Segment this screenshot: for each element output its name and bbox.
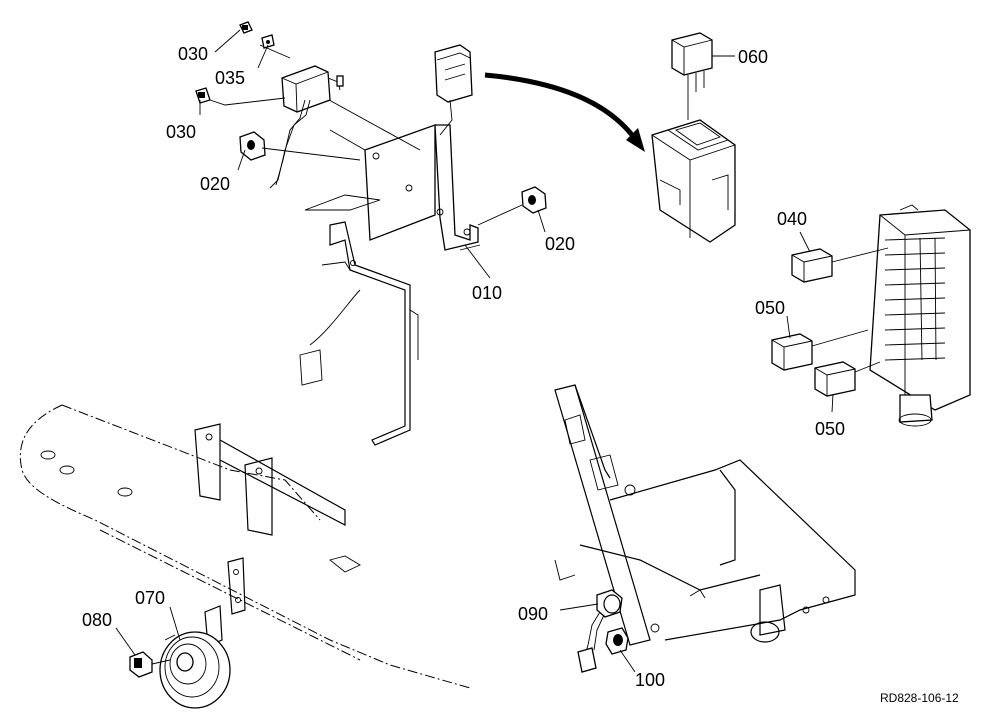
nut-020b (477, 186, 547, 226)
connector-block (434, 44, 473, 136)
chassis-frame (19, 404, 471, 689)
relay-bank (869, 204, 971, 427)
reference-code: RD828-106-12 (880, 691, 959, 705)
callout-010: 010 (472, 283, 502, 303)
callout-030-mid: 030 (166, 122, 196, 142)
detail-arrow (484, 72, 645, 152)
bracket-010 (299, 94, 481, 446)
leader-lines (115, 29, 834, 673)
relay-060 (671, 32, 713, 95)
callout-020-right: 020 (545, 234, 575, 254)
callout-060: 060 (738, 47, 768, 67)
flasher-unit-035 (209, 44, 344, 189)
callout-labels: 030 035 030 020 020 010 060 040 050 050 … (82, 44, 959, 705)
cap-100 (605, 627, 629, 655)
nut-020a (239, 131, 361, 161)
callout-080: 080 (82, 610, 112, 630)
frame-brackets (194, 423, 346, 615)
callout-040: 040 (777, 209, 807, 229)
switch-090 (577, 589, 623, 673)
callout-030-top: 030 (178, 44, 208, 64)
column-bracket (554, 384, 856, 646)
bolt-030a (239, 21, 253, 34)
washer-035 (261, 34, 275, 49)
callout-090: 090 (518, 604, 548, 624)
callout-100: 100 (635, 670, 665, 690)
relay-050a (771, 329, 869, 371)
bolt-080 (129, 651, 171, 678)
callout-050-lower: 050 (815, 419, 845, 439)
horn-070 (159, 605, 231, 709)
bolt-030b (195, 87, 211, 104)
callout-070: 070 (135, 588, 165, 608)
callout-020-left: 020 (200, 174, 230, 194)
fuse-holder (651, 95, 736, 243)
relay-040 (791, 247, 889, 283)
callout-035: 035 (215, 68, 245, 88)
callout-050-upper: 050 (755, 298, 785, 318)
relay-050b (814, 361, 881, 397)
